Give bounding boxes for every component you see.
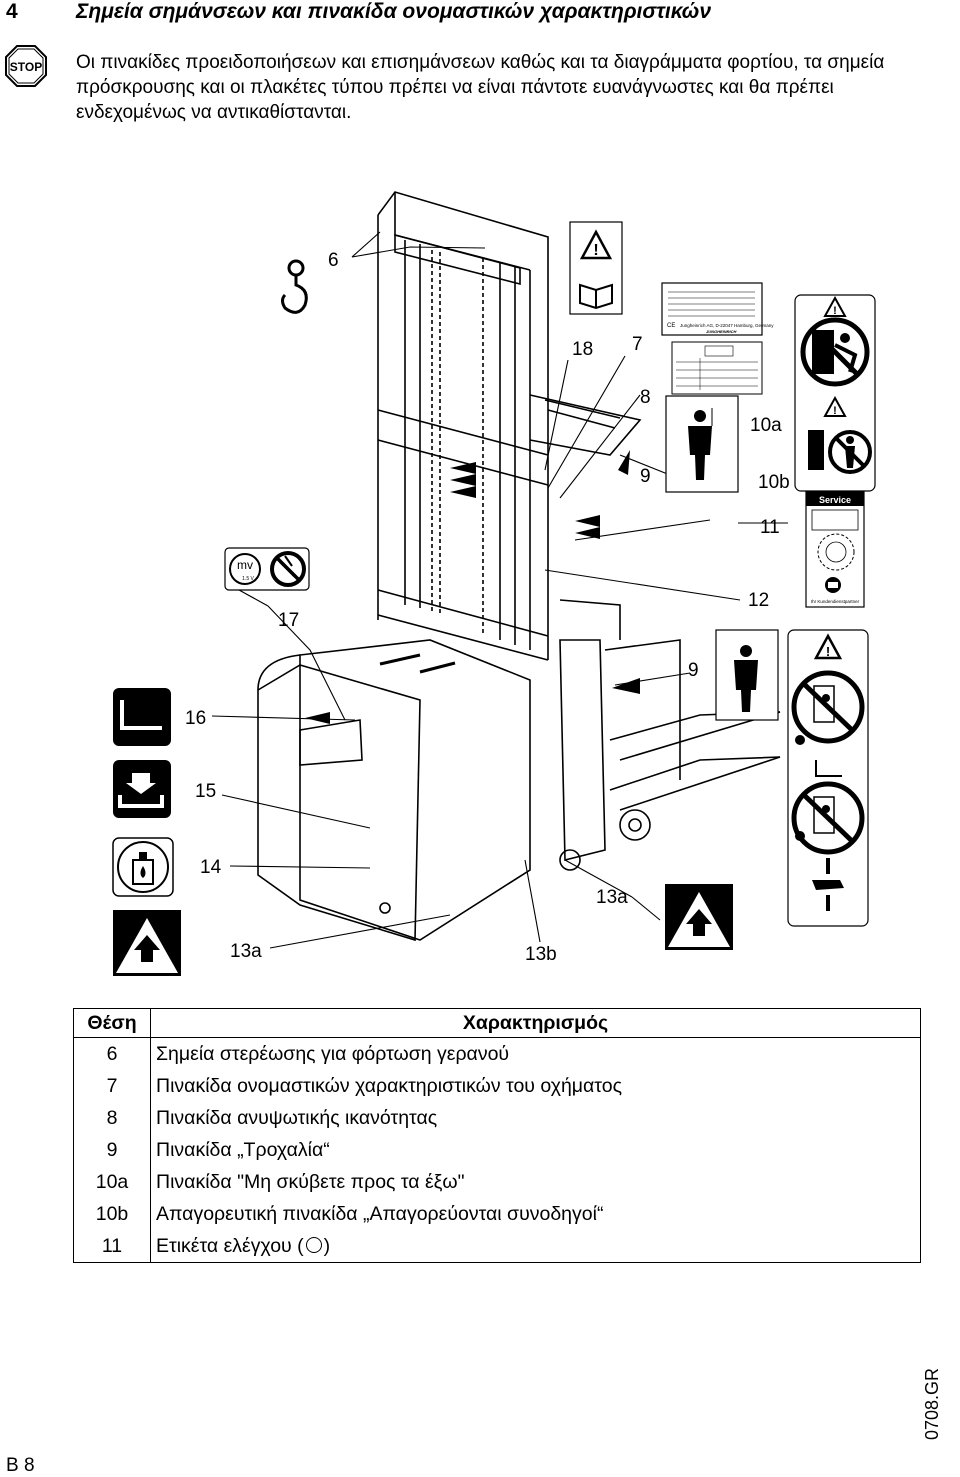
nameplate-ce: CE (667, 323, 675, 329)
warning-manual-sticker: ! (569, 221, 623, 315)
service-label-icon: Service Ihr Kundendienstpartner (805, 491, 865, 608)
svg-text:!: ! (833, 305, 837, 317)
callout-13a-left: 13a (230, 941, 262, 962)
warning-triangle-icon (823, 295, 847, 317)
row-description: Ετικέτα ελέγχου () (151, 1230, 921, 1263)
callout-17: 17 (278, 610, 299, 631)
order-picker-drawing: 6 18 7 8 9 10a 10b 11 12 17 9 16 15 14 1… (112, 191, 876, 976)
callout-7: 7 (632, 334, 643, 355)
row-position: 7 (73, 1070, 151, 1102)
svg-text:!: ! (833, 405, 837, 417)
battery-mv-text: mv (237, 558, 253, 572)
legend-header-row: Θέση Χαρακτηρισμός (73, 1008, 921, 1038)
row-position: 10a (73, 1166, 151, 1198)
manual-book-icon (579, 283, 613, 310)
label-locations-figure: 6 18 7 8 9 10a 10b 11 12 17 9 16 15 14 1… (0, 180, 960, 980)
table-row: 7 Πινακίδα ονομαστικών χαρακτηριστικών τ… (73, 1070, 921, 1102)
nameplate-brand: JUNGHEINRICH (706, 329, 737, 334)
table-row: 8 Πινακίδα ανυψωτικής ικανότητας (73, 1102, 921, 1134)
capacity-plate-icon (671, 341, 763, 395)
row-description-start: Ετικέτα ελέγχου ( (156, 1234, 304, 1257)
table-row: 9 Πινακίδα „Τροχαλία“ (73, 1134, 921, 1166)
section-number: 4 (6, 0, 18, 23)
warning-triangle-icon (823, 395, 847, 417)
crane-hook-icon (281, 259, 308, 314)
person-icon (715, 629, 779, 721)
hydraulic-oil-icon (112, 837, 174, 897)
stop-icon: STOP (5, 45, 47, 87)
page-number: B 8 (6, 1455, 35, 1476)
table-row: 6 Σημεία στερέωσης για φόρτωση γερανού (73, 1037, 921, 1070)
nameplate-icon: CE Jungheinrich AG, D-22047 Hamburg, Ger… (661, 282, 774, 336)
row-description-end: ) (323, 1234, 331, 1257)
circle-icon (305, 1236, 322, 1253)
nameplate-company: Jungheinrich AG, D-22047 Hamburg, German… (680, 323, 774, 328)
document-code: 0708.GR (922, 1367, 942, 1440)
impact-point-icon (665, 884, 733, 950)
row-description: Πινακίδα "Μη σκύβετε προς τα έξω" (156, 1170, 465, 1193)
stand-on-platform-icon (113, 688, 171, 746)
callout-14: 14 (200, 857, 222, 878)
callout-8: 8 (640, 387, 651, 408)
row-position: 11 (73, 1230, 151, 1263)
section-title: Σημεία σημάνσεων και πινακίδα ονομαστικώ… (76, 0, 712, 23)
callout-10b: 10b (758, 472, 790, 493)
no-leaning-out-sticker: ! ! (794, 294, 876, 492)
table-row: 10a Πινακίδα "Μη σκύβετε προς τα έξω" (73, 1166, 921, 1198)
service-label-customer: Ihr Kundendienstpartner (811, 599, 860, 604)
phone-icon (825, 577, 841, 593)
row-description: Πινακίδα „Τροχαλία“ (156, 1138, 330, 1161)
table-row: 11 Ετικέτα ελέγχου () (73, 1230, 921, 1263)
row-description: Πινακίδα ανυψωτικής ικανότητας (156, 1106, 438, 1129)
row-description: Σημεία στερέωσης για φόρτωση γερανού (156, 1042, 510, 1065)
row-position: 8 (73, 1102, 151, 1134)
callout-15: 15 (195, 781, 216, 802)
no-hand-icon (812, 858, 844, 911)
row-description: Απαγορευτική πινακίδα „Απαγορεύονται συν… (156, 1202, 604, 1225)
row-position: 10b (73, 1198, 151, 1230)
legend-table: Θέση Χαρακτηρισμός 6 Σημεία στερέωσης γι… (73, 1008, 921, 1263)
no-standing-under-sticker: ! (787, 629, 869, 927)
impact-point-icon (113, 910, 181, 976)
svg-text:!: ! (826, 644, 830, 659)
push-platform-icon (113, 760, 171, 818)
callout-12: 12 (748, 590, 769, 611)
battery-mv-sticker: mv 1.5 V (224, 547, 310, 591)
battery-voltage: 1.5 V (242, 576, 254, 582)
callout-16: 16 (185, 708, 206, 729)
row-position: 9 (73, 1134, 151, 1166)
battery-mv-icon (229, 553, 261, 585)
service-label-title: Service (819, 495, 851, 505)
row-position: 6 (73, 1037, 151, 1070)
warning-triangle-icon (813, 633, 843, 660)
table-row: 10b Απαγορευτική πινακίδα „Απαγορεύονται… (73, 1198, 921, 1230)
callout-10a: 10a (750, 415, 782, 436)
callout-9-top: 9 (640, 466, 651, 487)
callout-13b: 13b (525, 944, 557, 965)
callout-13a-right: 13a (596, 887, 628, 908)
warning-triangle-icon (579, 229, 613, 260)
svg-text:!: ! (593, 242, 598, 259)
person-icon (665, 395, 739, 493)
stop-icon-text: STOP (10, 60, 42, 74)
row-description: Πινακίδα ονομαστικών χαρακτηριστικών του… (156, 1074, 622, 1097)
callout-18: 18 (572, 339, 593, 360)
legend-col-position: Θέση (73, 1008, 151, 1038)
intro-paragraph: Οι πινακίδες προειδοποιήσεων και επισημά… (76, 52, 885, 123)
callout-11: 11 (760, 517, 780, 538)
callout-6: 6 (328, 250, 339, 271)
legend-col-description: Χαρακτηρισμός (150, 1008, 921, 1038)
callout-9-bottom: 9 (688, 660, 699, 681)
